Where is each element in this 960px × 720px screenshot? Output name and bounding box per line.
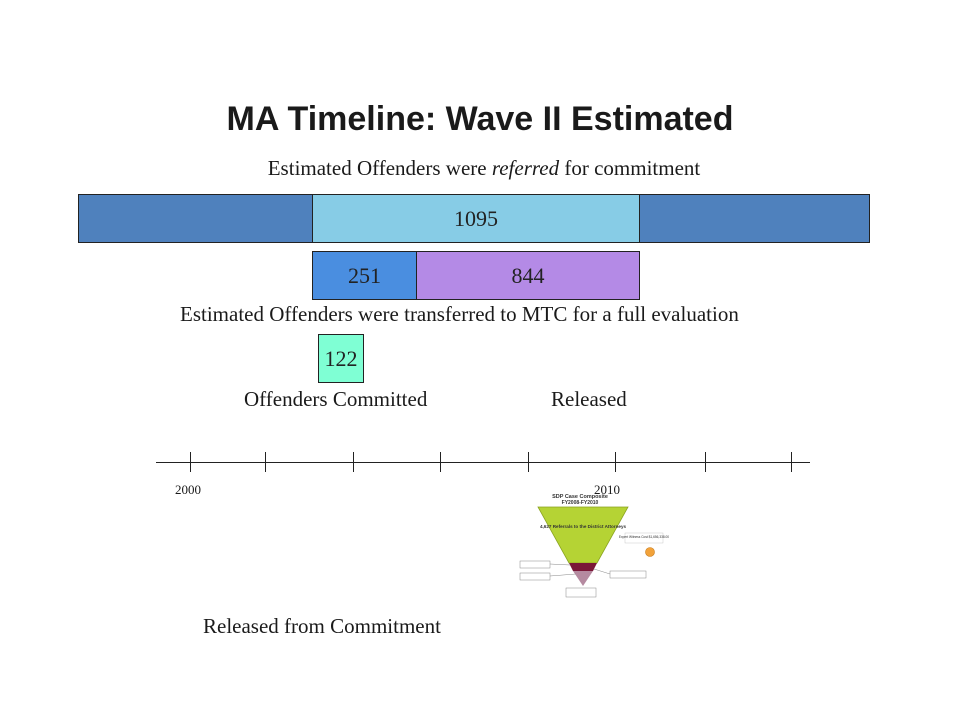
referred-caption-em: referred: [491, 156, 560, 180]
inset-funnel-tip: [573, 571, 593, 586]
released-from-commitment-caption: Released from Commitment: [203, 614, 441, 638]
timeline-tick: [615, 452, 616, 472]
referral-bar-right: [639, 194, 870, 243]
inset-callout: [565, 587, 597, 598]
inset-connector: [549, 563, 571, 566]
sdp-case-composite-inset: SDP Case Composite FY2008-FY2010 4,627 R…: [510, 490, 670, 605]
inset-right-label: Expert Witness Cost $1,656,338.00: [619, 535, 669, 539]
timeline-axis: [156, 462, 810, 463]
inset-callout: [519, 560, 551, 569]
committed-caption: Offenders Committed: [244, 387, 428, 411]
inset-expert-box: [624, 532, 664, 544]
money-bag-icon: [645, 547, 655, 557]
inset-title: SDP Case Composite: [552, 494, 608, 500]
inset-connector: [549, 573, 577, 577]
referred-caption: Estimated Offenders were referred for co…: [0, 156, 960, 181]
referral-bar-left: [78, 194, 313, 243]
referral-bar-total: 1095: [312, 194, 640, 243]
sdp-inset-graphic: SDP Case Composite FY2008-FY2010 4,627 R…: [519, 494, 669, 598]
timeline-label-end: 2010: [594, 482, 620, 497]
transfer-caption: Estimated Offenders were transferred to …: [180, 302, 739, 326]
timeline-tick: [265, 452, 266, 472]
split-bar-right: 844: [416, 251, 640, 300]
timeline-tick: [791, 452, 792, 472]
inset-center-text: 4,627 Referrals to the District Attorney…: [540, 524, 627, 529]
timeline-tick: [440, 452, 441, 472]
timeline-tick: [190, 452, 191, 472]
timeline-tick: [705, 452, 706, 472]
inset-funnel-top: [537, 506, 629, 564]
timeline-label-start: 2000: [175, 482, 201, 497]
inset-subtitle: FY2008-FY2010: [562, 500, 599, 506]
inset-funnel-mid: [569, 563, 597, 571]
timeline-tick: [353, 452, 354, 472]
inset-callout: [609, 570, 647, 579]
committed-box: 122: [318, 334, 364, 383]
timeline-tick: [528, 452, 529, 472]
released-caption: Released: [551, 387, 627, 411]
slide-title: MA Timeline: Wave II Estimated: [226, 100, 734, 138]
inset-callout: [519, 572, 551, 581]
referred-caption-before: Estimated Offenders were: [267, 156, 492, 180]
split-bar-left: 251: [312, 251, 417, 300]
inset-connector: [593, 568, 611, 575]
referred-caption-after: for commitment: [559, 156, 701, 180]
